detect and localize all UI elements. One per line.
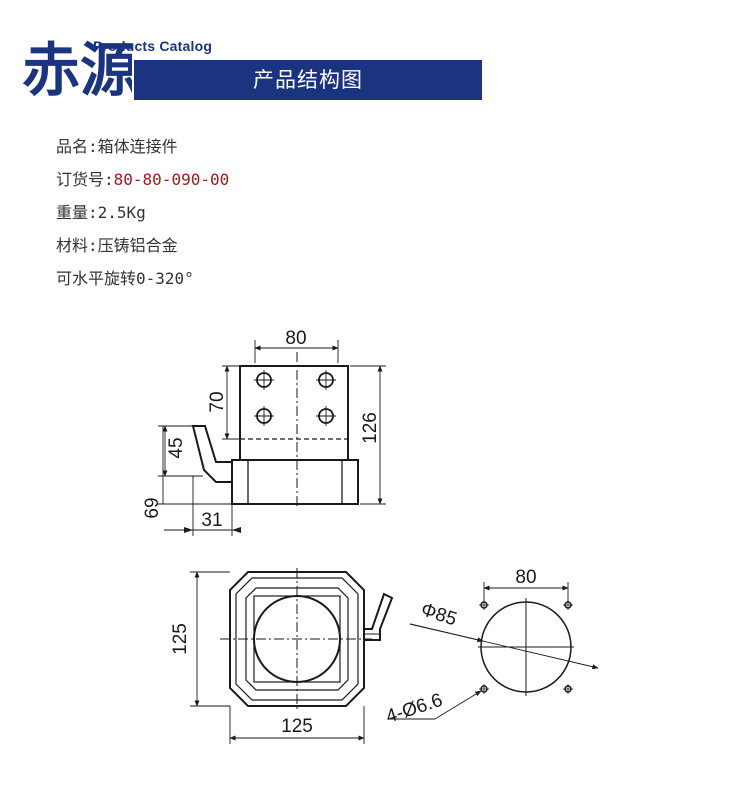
dim-circle-diameter: Φ85 bbox=[418, 599, 459, 630]
hole-pattern-view bbox=[390, 582, 599, 720]
dim-top-height: 125 bbox=[170, 623, 191, 655]
dim-front-handle-offset: 31 bbox=[201, 510, 222, 531]
dim-top-width: 125 bbox=[281, 716, 313, 737]
bolt-holes bbox=[254, 370, 336, 426]
spec-list: 品名:箱体连接件 订货号:80-80-090-00 重量:2.5Kg 材料:压铸… bbox=[56, 130, 229, 295]
dim-front-base-height: 69 bbox=[142, 497, 163, 518]
brand-logo: 赤源 bbox=[22, 36, 132, 100]
brand-en-label: Products Catalog bbox=[93, 38, 213, 54]
dim-hole-spacing: 80 bbox=[515, 567, 536, 588]
spec-name: 品名:箱体连接件 bbox=[56, 137, 178, 156]
front-view bbox=[158, 340, 386, 536]
dim-front-total-height: 126 bbox=[360, 412, 381, 444]
dim-front-top-width: 80 bbox=[285, 328, 306, 349]
order-number: 80-80-090-00 bbox=[113, 170, 230, 189]
spec-weight: 重量:2.5Kg bbox=[56, 203, 146, 222]
top-view bbox=[190, 568, 394, 744]
spec-order: 订货号:80-80-090-00 bbox=[56, 170, 230, 189]
spec-rotation: 可水平旋转0-320° bbox=[56, 269, 194, 288]
brand-cn-logo: 赤源 bbox=[22, 36, 132, 100]
spec-material: 材料:压铸铝合金 bbox=[56, 236, 178, 255]
section-title: 产品结构图 bbox=[134, 60, 482, 100]
dim-hole-spec: 4-Ø6.6 bbox=[383, 690, 445, 728]
dim-front-hole-spacing: 70 bbox=[207, 391, 228, 412]
dim-front-handle-height: 45 bbox=[166, 437, 187, 458]
